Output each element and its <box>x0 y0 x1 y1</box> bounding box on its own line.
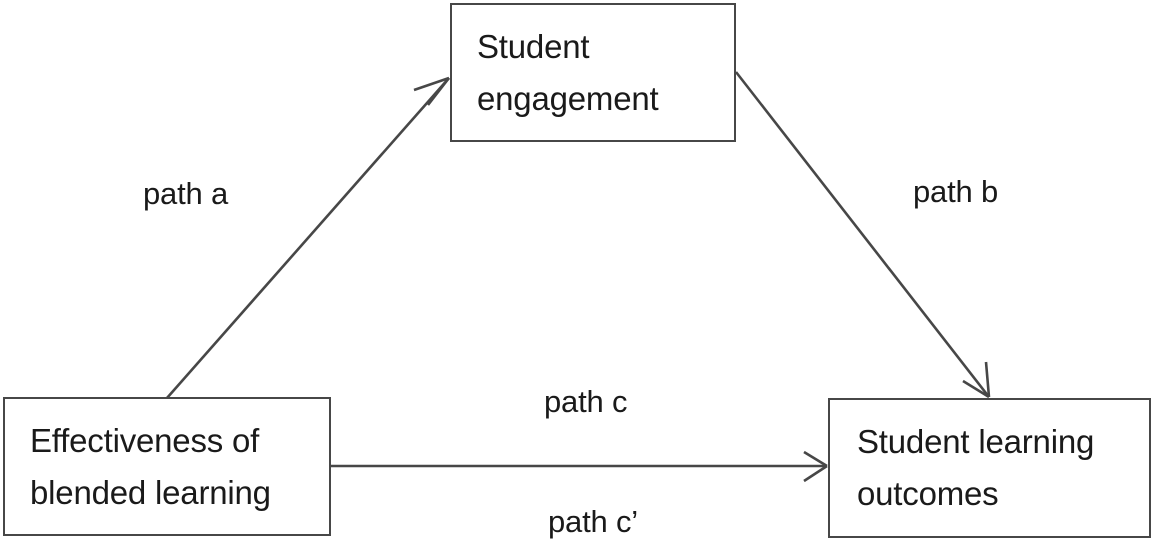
node-outcomes-line2: outcomes <box>857 475 999 512</box>
edge-path-c-arrowhead <box>803 450 828 483</box>
node-student-engagement-line1: Student <box>477 27 590 65</box>
edge-path-b-line <box>734 71 991 398</box>
edge-label-path-b: path b <box>913 174 998 209</box>
node-student-learning-outcomes: Student learning outcomes <box>828 398 1151 538</box>
edge-path-a <box>166 76 451 399</box>
edge-label-path-a: path a <box>143 176 228 211</box>
node-effectiveness-line1: Effectiveness of <box>30 421 260 459</box>
node-student-engagement-line2: engagement <box>477 79 659 117</box>
edge-label-path-c-prime: path c’ <box>548 504 638 539</box>
edge-path-b-arrowhead <box>962 361 991 399</box>
node-effectiveness-of-blended-learning: Effectiveness of blended learning <box>3 397 331 536</box>
edge-path-a-arrowhead <box>413 76 451 106</box>
node-student-engagement: Student engagement <box>450 3 736 142</box>
edge-path-b <box>734 71 991 399</box>
node-outcomes-line1: Student learning <box>857 423 1095 460</box>
edge-label-path-c: path c <box>544 384 628 419</box>
edge-path-c <box>331 450 828 483</box>
node-effectiveness-line2: blended learning <box>30 473 271 511</box>
edge-path-a-line <box>166 77 450 399</box>
